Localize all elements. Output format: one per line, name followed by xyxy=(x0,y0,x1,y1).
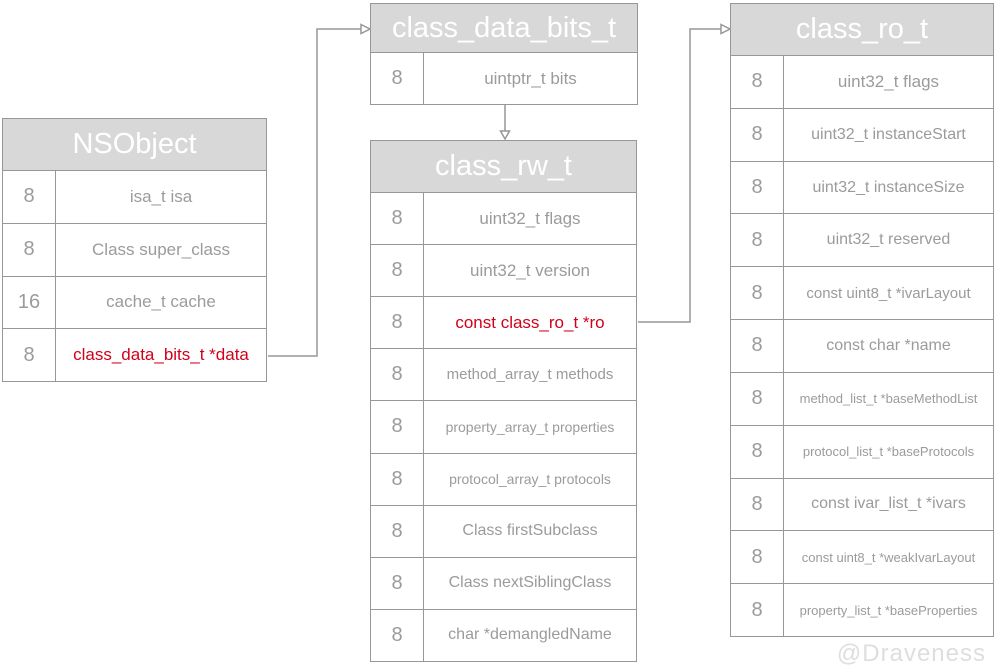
row-label: protocol_list_t *baseProtocols xyxy=(802,444,975,460)
class-rw-table-rows: 8 uint32_t flags 8 uint32_t version 8 co… xyxy=(371,193,636,661)
row-size: 8 xyxy=(3,171,56,223)
row-size: 8 xyxy=(731,214,784,267)
row-size: 8 xyxy=(731,584,784,636)
row-label: Class firstSubclass xyxy=(462,522,598,540)
row-label: const char *name xyxy=(826,336,951,354)
row-size: 8 xyxy=(731,320,784,372)
table-row: 8 isa_t isa xyxy=(3,171,266,224)
row-size: 8 xyxy=(371,349,424,401)
class-data-bits-table: class_data_bits_t 8 uintptr_t bits xyxy=(370,3,638,105)
row-size: 8 xyxy=(371,505,424,557)
table-row: 8 protocol_array_t protocols xyxy=(371,453,636,506)
row-label: const uint8_t *weakIvarLayout xyxy=(801,549,976,565)
nsobject-table-rows: 8 isa_t isa 8 Class super_class 16 cache… xyxy=(3,171,266,381)
table-row: 8 protocol_list_t *baseProtocols xyxy=(731,425,993,479)
row-size: 8 xyxy=(371,557,424,609)
row-size: 16 xyxy=(3,276,56,329)
row-label: uint32_t instanceSize xyxy=(812,178,965,196)
row-label: char *demangledName xyxy=(448,626,612,644)
row-label: uintptr_t bits xyxy=(484,68,577,88)
row-label: property_array_t properties xyxy=(445,418,615,435)
row-size: 8 xyxy=(371,401,424,453)
row-size: 8 xyxy=(731,372,784,425)
class-data-bits-table-rows: 8 uintptr_t bits xyxy=(371,53,637,104)
table-row: 8 const uint8_t *ivarLayout xyxy=(731,267,993,321)
class-ro-table-rows: 8 uint32_t flags 8 uint32_t instanceStar… xyxy=(731,56,993,636)
row-size: 8 xyxy=(371,53,424,104)
row-label: uint32_t flags xyxy=(837,71,940,91)
table-row: 8 const ivar_list_t *ivars xyxy=(731,478,993,532)
table-row: 8 char *demangledName xyxy=(371,609,636,661)
row-label: uint32_t instanceStart xyxy=(811,125,966,143)
nsobject-table: NSObject 8 isa_t isa 8 Class super_class… xyxy=(2,118,267,382)
table-row: 8 const char *name xyxy=(731,320,993,373)
row-label-highlighted: const class_ro_t *ro xyxy=(455,312,605,332)
row-label: uint32_t version xyxy=(469,260,591,280)
table-row: 8 uint32_t reserved xyxy=(731,214,993,268)
row-label: cache_t cache xyxy=(106,292,216,312)
row-size: 8 xyxy=(371,193,424,245)
row-label: const uint8_t *ivarLayout xyxy=(806,284,971,302)
table-row: 8 uint32_t instanceStart xyxy=(731,108,993,162)
row-label: isa_t isa xyxy=(129,186,193,206)
row-label-highlighted: class_data_bits_t *data xyxy=(73,345,249,365)
row-label: property_list_t *baseProperties xyxy=(799,602,978,618)
table-row: 8 Class firstSubclass xyxy=(371,505,636,558)
table-row: 8 property_list_t *baseProperties xyxy=(731,584,993,636)
arrow-class-rw-ro-to-class-ro xyxy=(638,23,732,323)
row-size: 8 xyxy=(731,56,784,108)
row-size: 8 xyxy=(731,161,784,214)
class-data-bits-table-title: class_data_bits_t xyxy=(371,4,637,53)
nsobject-table-title: NSObject xyxy=(3,119,266,171)
table-row: 8 uint32_t version xyxy=(371,245,636,298)
row-size: 8 xyxy=(731,425,784,478)
class-rw-table-title: class_rw_t xyxy=(371,141,636,193)
row-size: 8 xyxy=(371,245,424,297)
table-row: 8 method_array_t methods xyxy=(371,349,636,402)
table-row: 8 Class super_class xyxy=(3,223,266,277)
row-size: 8 xyxy=(731,267,784,320)
table-row: 8 class_data_bits_t *data xyxy=(3,329,266,381)
table-row: 8 uint32_t instanceSize xyxy=(731,161,993,215)
row-size: 8 xyxy=(371,297,424,349)
table-row: 8 property_array_t properties xyxy=(371,401,636,454)
row-size: 8 xyxy=(3,223,56,276)
table-row: 8 uint32_t flags xyxy=(731,56,993,109)
table-row: 8 Class nextSiblingClass xyxy=(371,557,636,610)
class-rw-table: class_rw_t 8 uint32_t flags 8 uint32_t v… xyxy=(370,140,637,662)
arrow-nsobject-data-to-class-data-bits xyxy=(268,23,372,357)
row-label: Class super_class xyxy=(92,239,230,259)
class-ro-table-title: class_ro_t xyxy=(731,4,993,56)
row-label: method_array_t methods xyxy=(446,366,614,384)
class-ro-table: class_ro_t 8 uint32_t flags 8 uint32_t i… xyxy=(730,3,994,637)
table-row: 8 const class_ro_t *ro xyxy=(371,297,636,350)
row-size: 8 xyxy=(731,478,784,531)
table-row: 16 cache_t cache xyxy=(3,276,266,330)
row-size: 8 xyxy=(3,329,56,381)
row-label: uint32_t flags xyxy=(479,208,581,228)
table-row: 8 uint32_t flags xyxy=(371,193,636,246)
row-size: 8 xyxy=(371,453,424,505)
row-label: const ivar_list_t *ivars xyxy=(811,495,966,513)
row-label: protocol_array_t protocols xyxy=(449,471,611,488)
row-label: Class nextSiblingClass xyxy=(448,574,612,592)
row-size: 8 xyxy=(371,609,424,661)
row-size: 8 xyxy=(731,531,784,584)
table-row: 8 uintptr_t bits xyxy=(371,53,637,104)
table-row: 8 method_list_t *baseMethodList xyxy=(731,372,993,426)
row-size: 8 xyxy=(731,108,784,161)
table-row: 8 const uint8_t *weakIvarLayout xyxy=(731,531,993,585)
row-label: method_list_t *baseMethodList xyxy=(799,391,978,407)
watermark: @Draveness xyxy=(836,640,986,667)
row-label: uint32_t reserved xyxy=(826,231,951,249)
arrow-class-data-bits-to-class-rw xyxy=(499,105,511,141)
